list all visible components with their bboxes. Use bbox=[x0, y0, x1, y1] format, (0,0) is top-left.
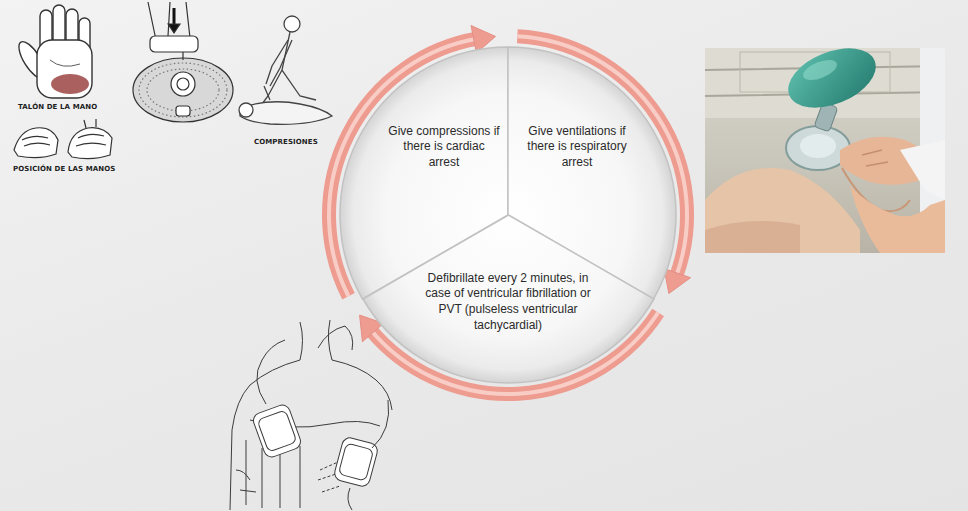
label-anchor: COMPRESIONES bbox=[254, 138, 318, 146]
segment-text: Give ventilations if there is respirator… bbox=[518, 124, 636, 171]
hand-position-drawing bbox=[14, 119, 112, 159]
label-anchor: TALÓN DE LA MANO bbox=[18, 103, 97, 111]
segment-text: Give compressions if there is cardiac ar… bbox=[388, 124, 500, 171]
cycle-segment: Defibrillate every 2 minutes, in case of… bbox=[363, 215, 654, 383]
illustration-caption: COMPRESIONES bbox=[254, 138, 318, 146]
arrow-head bbox=[664, 269, 690, 294]
segment-text: Defibrillate every 2 minutes, in case of… bbox=[420, 271, 596, 333]
hand-drawing bbox=[14, 5, 92, 98]
defibrillation-drawing bbox=[230, 320, 392, 510]
ventilation-photo bbox=[705, 37, 945, 253]
segment-outline bbox=[363, 215, 654, 383]
illustration-caption: POSICIÓN DE LAS MANOS bbox=[13, 165, 115, 173]
illustration-caption: TALÓN DE LA MANO bbox=[18, 103, 97, 111]
label-anchor: POSICIÓN DE LAS MANOS bbox=[13, 165, 115, 173]
rescuer-drawing bbox=[239, 16, 332, 124]
chest-section-drawing bbox=[133, 2, 233, 122]
